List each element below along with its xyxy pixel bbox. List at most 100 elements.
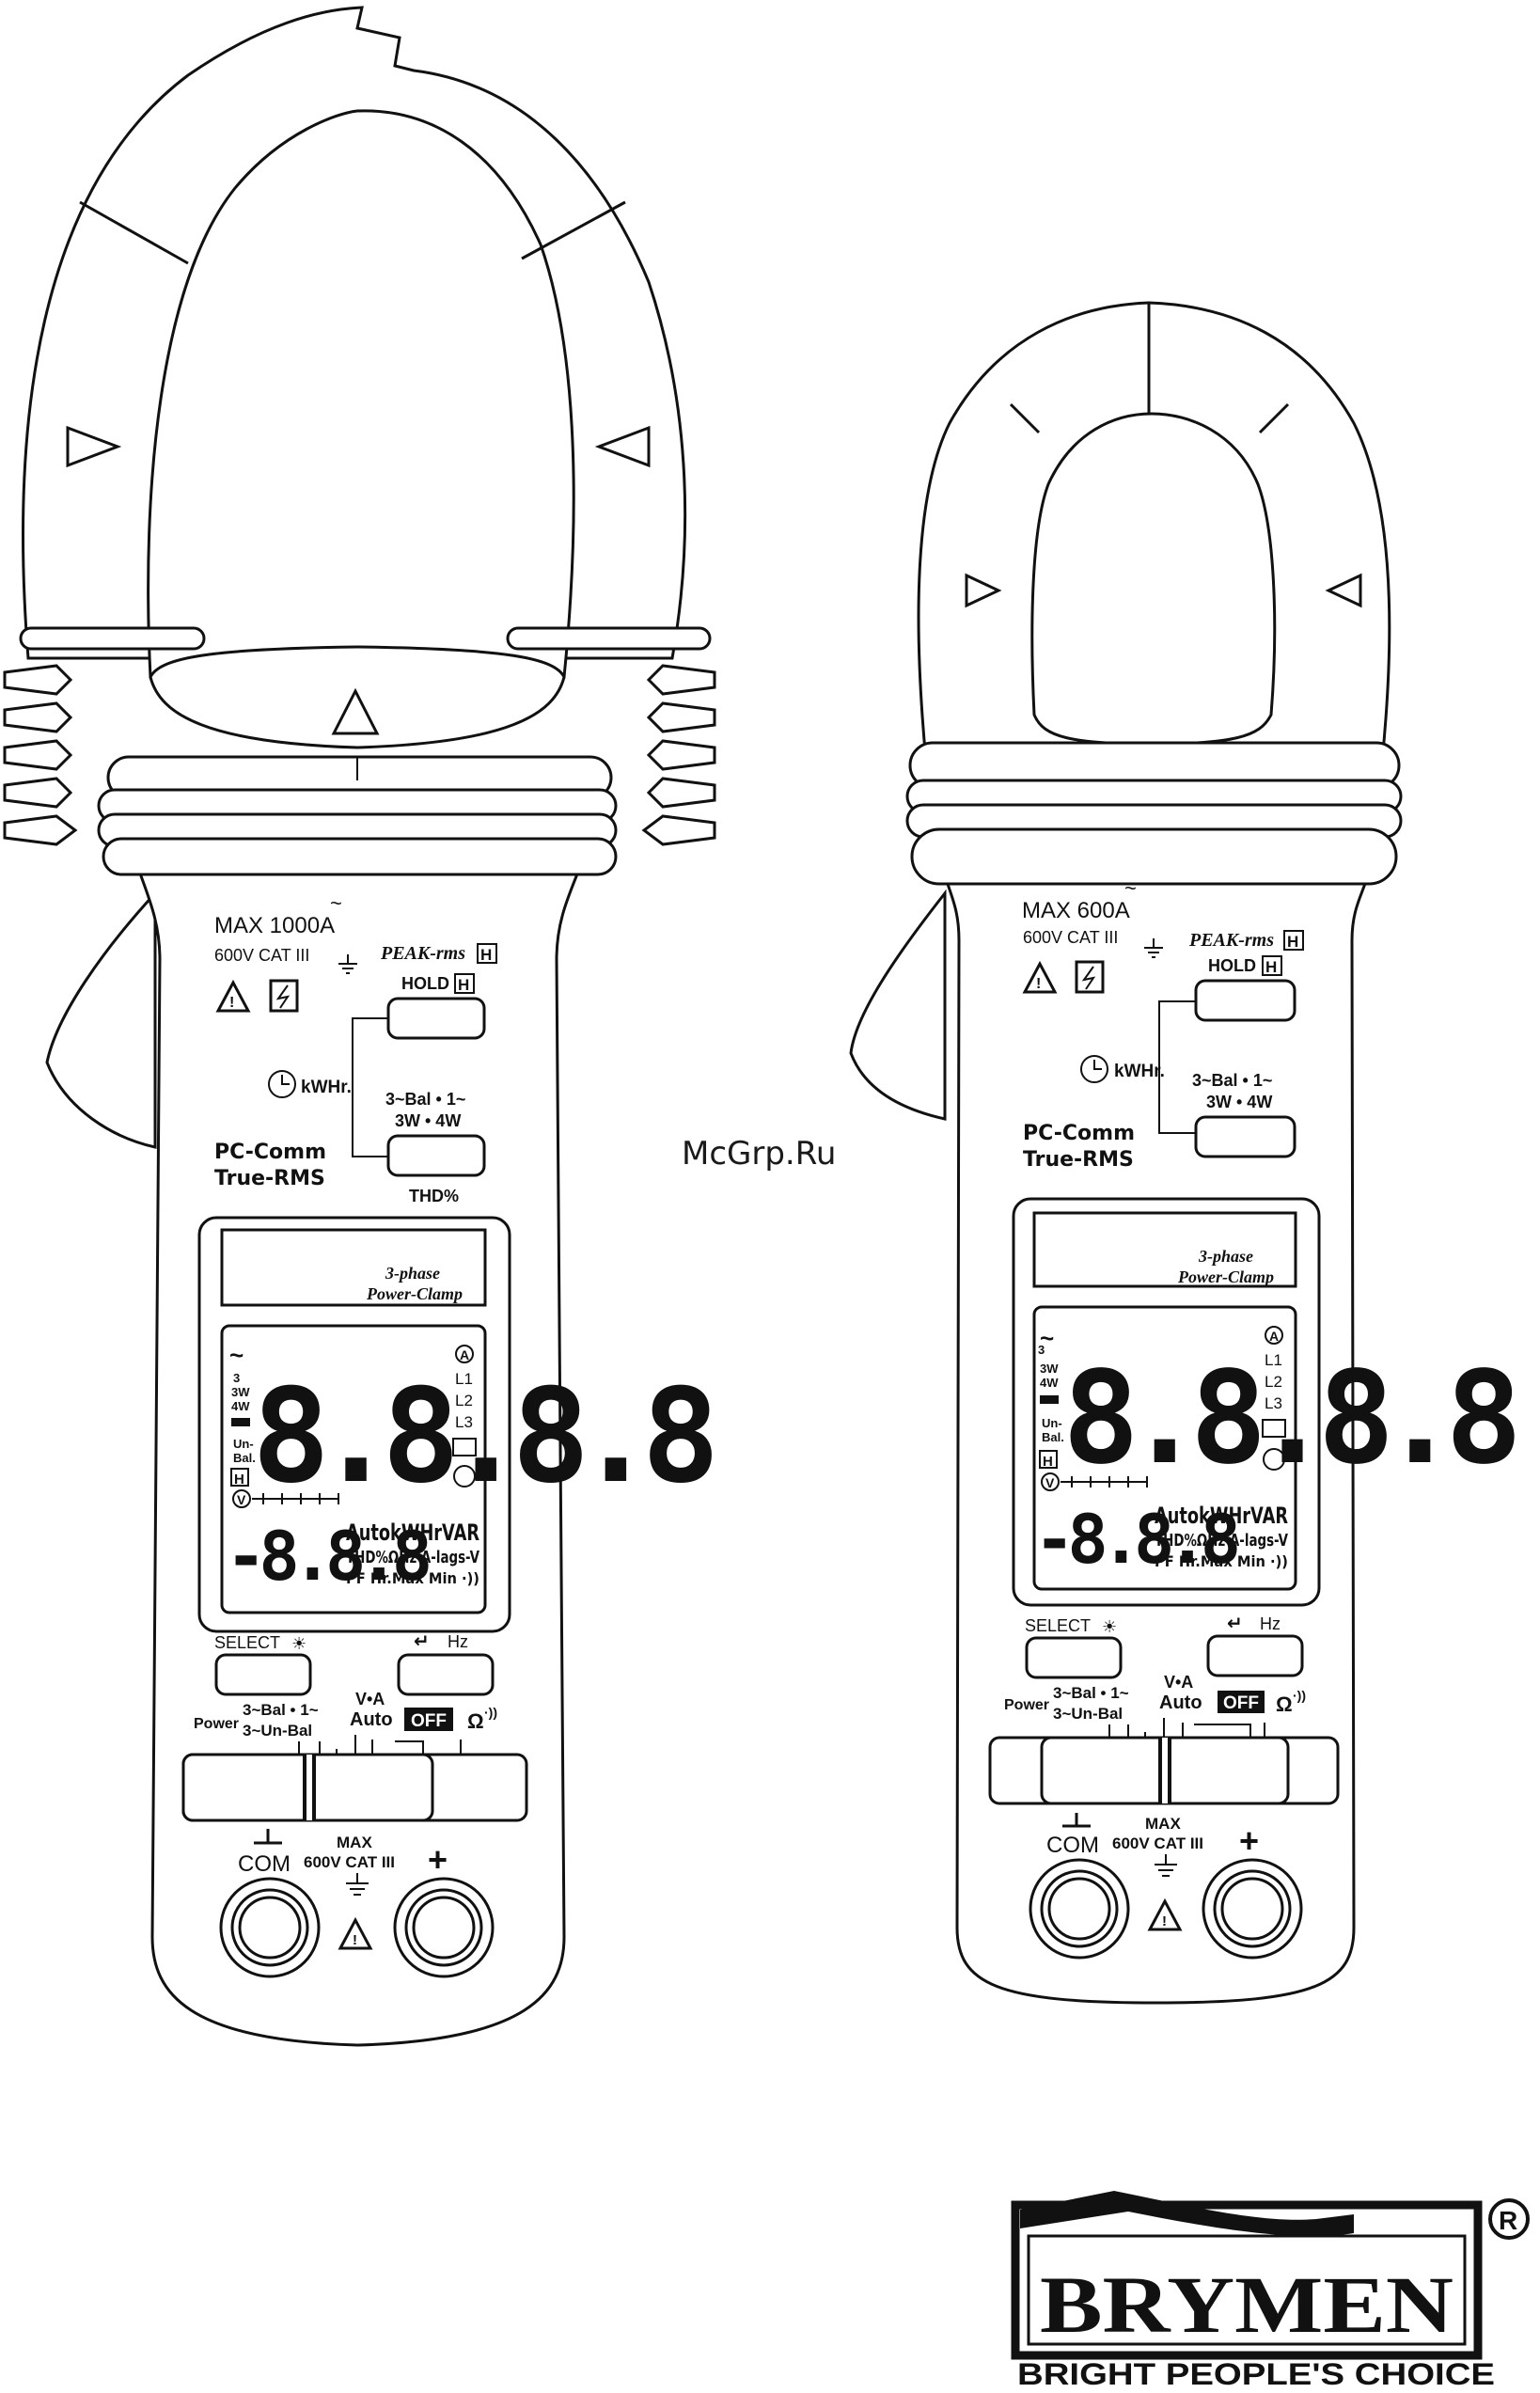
small-hz-button[interactable] bbox=[1206, 1634, 1304, 1677]
large-lcd-h-box bbox=[230, 1468, 249, 1487]
small-off-badge bbox=[1218, 1691, 1265, 1713]
large-fins-right bbox=[641, 664, 716, 846]
small-power-label: Power bbox=[1004, 1697, 1049, 1713]
small-cat-rating: 600V CAT III bbox=[1023, 928, 1118, 947]
small-jaw-split-right bbox=[1258, 402, 1290, 434]
small-va-label: V•A bbox=[1164, 1673, 1193, 1692]
small-jaw-arrow-left-icon bbox=[965, 573, 1002, 608]
small-lcd-h-box bbox=[1039, 1450, 1058, 1469]
small-backlight-icon: ☀ bbox=[1102, 1617, 1117, 1636]
small-hold-button[interactable] bbox=[1194, 979, 1296, 1022]
small-sw-bal: 3~Bal • 1~ bbox=[1053, 1684, 1129, 1702]
large-window-line1: 3-phase bbox=[385, 1264, 440, 1283]
logo-registered-circle bbox=[1488, 2198, 1530, 2240]
small-max-cat: 600V CAT III bbox=[1112, 1834, 1203, 1852]
large-select-button[interactable] bbox=[214, 1653, 312, 1696]
large-lcd-l3: L3 bbox=[455, 1413, 473, 1431]
large-lcd-h: H bbox=[234, 1472, 244, 1488]
large-clock-hands bbox=[281, 1075, 290, 1085]
large-peak-h-box bbox=[477, 943, 497, 964]
large-lcd-minus bbox=[231, 1418, 250, 1426]
small-trigger[interactable] bbox=[849, 889, 947, 1121]
large-jaw-split-right bbox=[521, 200, 626, 260]
large-peak-h: H bbox=[480, 946, 492, 964]
logo-slogan: BRIGHT PEOPLE'S CHOICE bbox=[1017, 2357, 1495, 2388]
small-lcd-a-circle bbox=[1265, 1326, 1283, 1345]
large-lcd-row1: AutokWHrVAR bbox=[346, 1519, 479, 1546]
large-guard-bar-right bbox=[506, 626, 712, 651]
large-trigger[interactable] bbox=[45, 890, 157, 1149]
large-lcd-bal: Bal. bbox=[233, 1451, 256, 1465]
large-clamp-meter: MAX 1000A ~ 600V CAT III ! PEAK-rms H HO… bbox=[3, 6, 725, 2047]
small-shock-icon bbox=[1081, 966, 1096, 990]
small-lcd-timer-icon bbox=[1263, 1448, 1285, 1471]
large-clock-icon bbox=[268, 1070, 296, 1098]
large-bal-top: 3~Bal • 1~ bbox=[385, 1090, 465, 1109]
large-jaw-inner bbox=[147, 109, 575, 679]
small-max-label: MAX bbox=[1145, 1815, 1181, 1833]
large-cat-rating: 600V CAT III bbox=[214, 946, 309, 965]
small-select-label: SELECT bbox=[1025, 1616, 1091, 1635]
small-lcd-3: 3 bbox=[1038, 1343, 1045, 1357]
small-lcd-main-digits: 8.8.8.8 bbox=[1062, 1345, 1515, 1493]
large-beep-icon: ·)) bbox=[484, 1705, 497, 1720]
small-enter-icon: ↵ bbox=[1227, 1614, 1243, 1634]
small-lcd-bargraph bbox=[1061, 1476, 1148, 1488]
svg-text:!: ! bbox=[1036, 976, 1041, 992]
large-thd-label: THD% bbox=[409, 1187, 459, 1205]
small-warning-icon bbox=[1022, 960, 1058, 994]
small-ohm-label: Ω bbox=[1276, 1692, 1293, 1716]
large-com-label: COM bbox=[238, 1851, 291, 1877]
small-hold-h: H bbox=[1265, 958, 1277, 976]
small-lcd-battery-icon bbox=[1262, 1419, 1286, 1438]
small-jaw-inner bbox=[1030, 412, 1277, 747]
large-lcd-main-digits: 8.8.8.8 bbox=[252, 1361, 712, 1512]
small-off-label: OFF bbox=[1223, 1693, 1259, 1713]
large-lcd-battery-icon bbox=[452, 1438, 477, 1456]
large-lcd-row2: THD%ΩHz A-lags-V bbox=[346, 1548, 479, 1567]
small-mode-button[interactable] bbox=[1194, 1115, 1296, 1158]
large-lcd-3w: 3W bbox=[231, 1385, 250, 1399]
small-pc-comm: PC-Comm bbox=[1023, 1122, 1135, 1145]
large-com-ground-icon bbox=[254, 1829, 282, 1845]
small-lcd-l2: L2 bbox=[1265, 1373, 1282, 1391]
small-window-line2: Power-Clamp bbox=[1177, 1267, 1274, 1286]
large-collar-ridge-4 bbox=[102, 837, 618, 876]
large-window-line2: Power-Clamp bbox=[366, 1284, 463, 1303]
small-lcd bbox=[1032, 1305, 1297, 1591]
logo-frame-outer bbox=[1011, 2200, 1483, 2360]
small-terminal-warning-icon bbox=[1147, 1897, 1183, 1931]
large-lcd-4w: 4W bbox=[231, 1399, 250, 1413]
large-fins-left bbox=[3, 664, 78, 846]
small-lcd-h: H bbox=[1043, 1454, 1053, 1470]
small-clock-icon bbox=[1080, 1055, 1108, 1083]
small-jaw-split-left bbox=[1009, 402, 1041, 434]
small-lcd-l1: L1 bbox=[1265, 1351, 1282, 1369]
large-enter-icon: ↵ bbox=[414, 1631, 430, 1652]
small-com-ground-icon bbox=[1062, 1813, 1091, 1828]
small-hold-h-box bbox=[1262, 955, 1282, 976]
large-auto-label: Auto bbox=[350, 1709, 393, 1730]
small-lcd-l3: L3 bbox=[1265, 1394, 1282, 1412]
small-com-label: COM bbox=[1046, 1833, 1099, 1858]
small-peak-h: H bbox=[1287, 933, 1298, 951]
large-hz-label: Hz bbox=[448, 1632, 468, 1651]
small-ground-icon bbox=[1144, 938, 1163, 958]
small-tilde: ~ bbox=[1124, 876, 1137, 900]
large-kwh-label: kWHr. bbox=[301, 1078, 352, 1097]
logo-frame-inner bbox=[1027, 2234, 1467, 2346]
large-lcd-3: 3 bbox=[233, 1371, 240, 1385]
small-lcd-minus bbox=[1040, 1395, 1059, 1404]
small-select-button[interactable] bbox=[1025, 1636, 1123, 1679]
small-hz-label: Hz bbox=[1260, 1614, 1281, 1633]
large-hold-button[interactable] bbox=[386, 997, 486, 1040]
large-lcd-a: A bbox=[460, 1347, 469, 1362]
large-jaw-arrow-left-icon bbox=[66, 425, 122, 468]
large-jaw-arrow-right-icon bbox=[594, 425, 651, 468]
large-mode-button[interactable] bbox=[386, 1134, 486, 1177]
large-hz-button[interactable] bbox=[397, 1653, 495, 1696]
logo-registered: R bbox=[1499, 2206, 1517, 2235]
small-shock-icon-box bbox=[1075, 960, 1105, 994]
